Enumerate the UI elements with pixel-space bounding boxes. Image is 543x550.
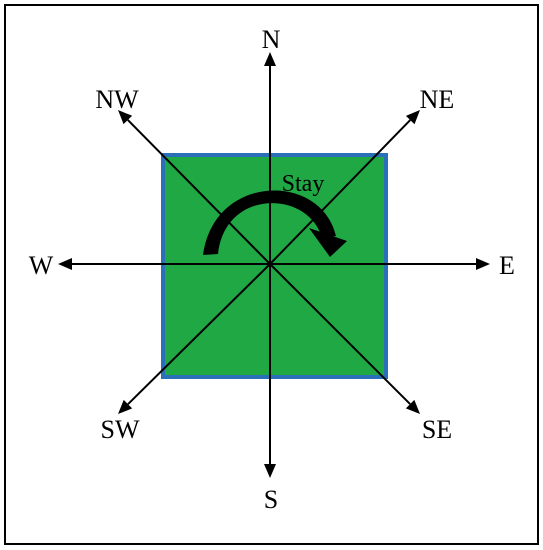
label-s: S: [264, 485, 278, 514]
label-nw: NW: [95, 85, 139, 114]
label-stay: Stay: [282, 171, 325, 197]
arrow-sw-head: [118, 399, 133, 414]
outer-frame: [4, 4, 539, 545]
label-w: W: [29, 251, 54, 280]
label-n: N: [262, 25, 281, 54]
arrow-n-head: [264, 52, 276, 66]
arrow-s-head: [264, 464, 276, 478]
label-sw: SW: [101, 415, 140, 444]
stay-arrow: [203, 190, 347, 257]
arrow-w-head: [58, 258, 72, 270]
arrow-se-head: [405, 399, 420, 414]
arrow-e-head: [476, 258, 490, 270]
stay-arrowhead: [309, 228, 347, 257]
label-ne: NE: [420, 85, 455, 114]
direction-arrows: [58, 52, 490, 478]
label-se: SE: [422, 415, 452, 444]
arrow-ne-head: [405, 110, 420, 125]
stay-arc: [203, 190, 336, 255]
arrow-ne-line: [269, 119, 411, 265]
arrow-se-line: [269, 263, 411, 405]
arrow-sw-line: [127, 263, 271, 405]
arrow-nw-head: [118, 110, 133, 125]
label-e: E: [499, 251, 515, 280]
arrow-nw-line: [127, 119, 271, 265]
